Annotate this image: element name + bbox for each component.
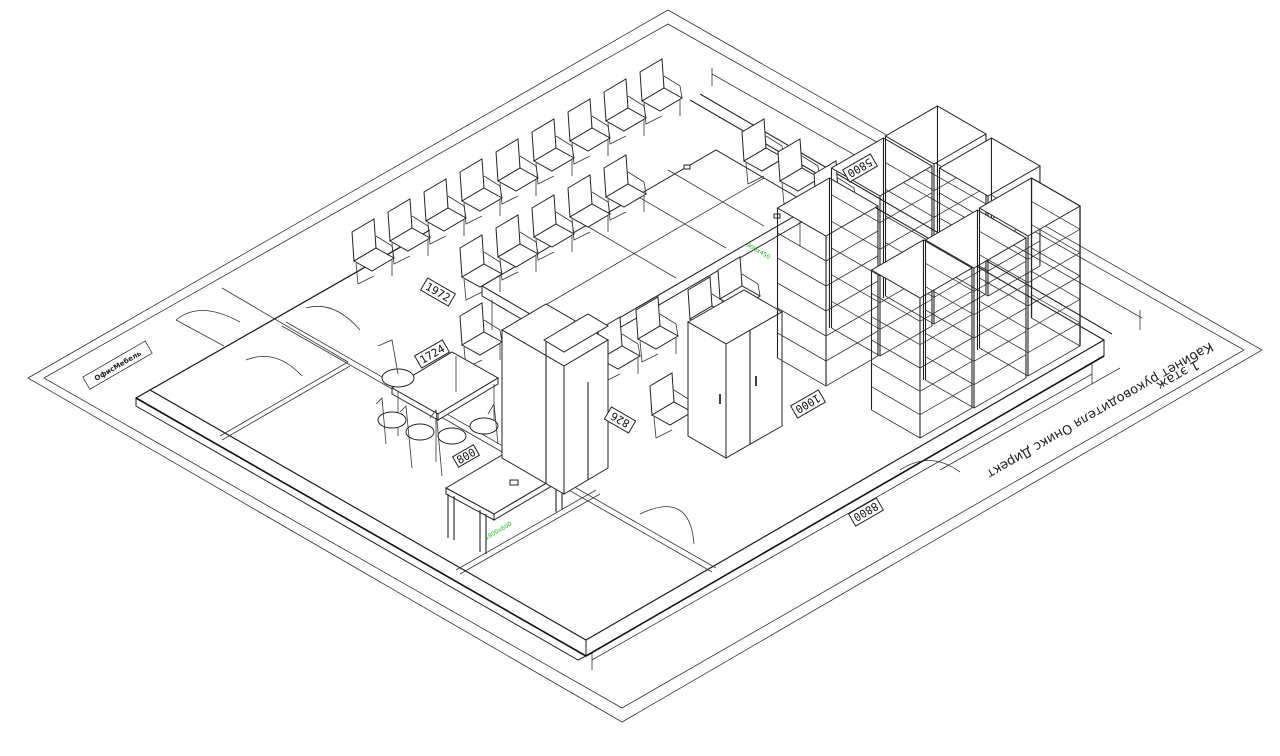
meeting-table xyxy=(376,340,498,476)
shelf-unit xyxy=(1032,178,1081,346)
chair xyxy=(388,199,430,264)
chair xyxy=(460,159,502,224)
chair xyxy=(640,59,682,124)
chair xyxy=(496,139,538,204)
chair xyxy=(460,303,502,368)
chair xyxy=(532,119,574,184)
chair xyxy=(650,373,692,438)
company-logo: ОфисМебель xyxy=(83,341,152,389)
sheet-frame xyxy=(28,10,1262,722)
chair xyxy=(604,155,646,220)
cabinets-left xyxy=(502,304,608,494)
chair xyxy=(604,79,646,144)
dimension-lines xyxy=(592,68,1142,670)
shelf-unit xyxy=(778,178,878,386)
chair xyxy=(496,215,538,280)
chair xyxy=(460,235,502,300)
desk-size-label: 1800x600 xyxy=(484,520,514,541)
dim-1972: 1972 xyxy=(423,280,452,305)
chair xyxy=(352,219,394,284)
chair xyxy=(568,99,610,164)
cabinets-right xyxy=(688,290,782,458)
floor-walls xyxy=(136,94,1112,660)
dim-1000: 1000 xyxy=(793,391,822,416)
chair xyxy=(636,297,678,362)
chair xyxy=(424,179,466,244)
shelving-units xyxy=(778,106,1081,438)
title-block: Кабинет руководителя Оникс Директ 1 этаж xyxy=(983,339,1215,482)
chair xyxy=(742,119,784,184)
shelf-unit xyxy=(872,240,972,438)
shelf-unit xyxy=(926,210,1026,408)
chair xyxy=(778,139,820,204)
logo-text: ОфисМебель xyxy=(93,349,143,383)
drawing-title: Кабинет руководителя Оникс Директ xyxy=(983,339,1215,482)
